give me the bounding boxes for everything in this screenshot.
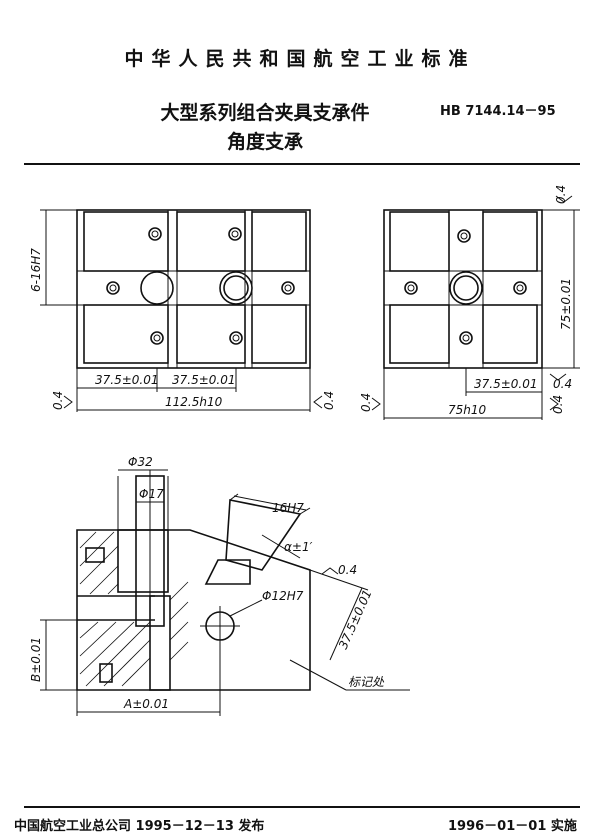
section-hatch <box>79 531 189 687</box>
issuing-organization: 中华人民共和国航空工业标准 <box>124 48 476 70</box>
section-dim-offset: 37.5±0.01 <box>336 588 375 652</box>
section-dim-slot: 16H7 <box>272 501 304 515</box>
side-view: 75±0.01 0.4 37.5±0.01 75h10 0.4 0.4 0.4 <box>359 185 580 420</box>
side-surface-top: 0.4 <box>554 185 568 204</box>
side-bore <box>449 271 483 305</box>
front-surface-left: 0.4 <box>51 391 65 410</box>
section-dim-angle: α±1′ <box>284 540 313 554</box>
front-pocket-tc <box>176 211 246 272</box>
front-bore-left <box>140 271 174 305</box>
side-surface-bottom: 0.4 <box>551 395 565 414</box>
front-pocket-bc <box>176 304 246 364</box>
section-dim-bore-small: Φ17 <box>139 487 164 501</box>
section-dim-hole: Φ12H7 <box>262 589 304 603</box>
front-pocket-tr <box>251 211 307 272</box>
footer-effective: 1996－01－01 实施 <box>448 819 577 834</box>
section-view: Φ32 Φ17 16H7 α±1′ Φ12H7 0.4 37.5±0.01 B±… <box>29 455 410 716</box>
standard-subtitle: 角度支承 <box>226 131 303 153</box>
front-pocket-br <box>251 304 307 364</box>
section-body <box>76 529 311 691</box>
front-view-outline <box>76 209 311 369</box>
front-pocket-bl <box>83 304 169 364</box>
header-rule <box>24 163 580 165</box>
standard-code: HB 7144.14－95 <box>440 104 556 119</box>
section-marking-note: 标记处 <box>348 675 385 689</box>
side-dim-width: 75h10 <box>448 403 487 417</box>
side-dim-height: 75±0.01 <box>559 278 573 330</box>
side-dim-pitch: 37.5±0.01 <box>474 377 538 391</box>
front-small-holes <box>106 227 295 345</box>
front-surface-right: 0.4 <box>322 391 336 410</box>
section-surface: 0.4 <box>338 563 357 577</box>
side-view-outline <box>383 209 543 369</box>
front-pocket-tl <box>83 211 169 272</box>
section-dim-b: B±0.01 <box>29 637 43 682</box>
footer-issuer: 中国航空工业总公司 1995－12－13 发布 <box>14 819 265 834</box>
side-surface-mid: 0.4 <box>553 377 572 391</box>
front-dim-slot: 6-16H7 <box>29 248 43 292</box>
front-bore-right <box>219 271 253 305</box>
section-angled-slot <box>225 499 302 571</box>
front-view: 6-16H7 37.5±0.01 37.5±0.01 112.5h10 0.4 … <box>29 209 336 412</box>
front-dim-pitch-left: 37.5±0.01 <box>95 373 159 387</box>
standard-title: 大型系列组合夹具支承件 <box>160 102 370 124</box>
front-dim-pitch-right: 37.5±0.01 <box>172 373 236 387</box>
front-dim-length: 112.5h10 <box>165 395 223 409</box>
side-surface-left: 0.4 <box>359 393 373 412</box>
footer-rule <box>24 806 580 808</box>
section-dim-a: A±0.01 <box>123 697 169 711</box>
section-dim-bore-large: Φ32 <box>128 455 153 469</box>
